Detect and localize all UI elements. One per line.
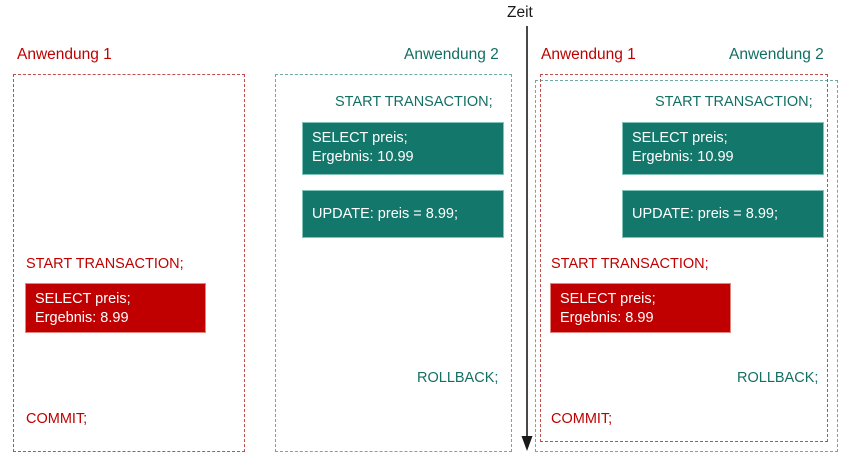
panel-middle-caption-app2: Anwendung 2 [404,46,499,63]
panel-right-frame-app1 [540,74,828,442]
time-axis-label: Zeit [507,4,533,21]
panel-left-stmt-start-transaction: START TRANSACTION; [26,256,184,272]
panel-middle-box-select-line2: Ergebnis: 10.99 [312,149,414,165]
panel-right-caption-app1: Anwendung 1 [541,46,636,63]
panel-left-box-select-line1: SELECT preis; [35,291,131,307]
panel-right-frame-app2 [535,80,838,452]
panel-right-caption-app2: Anwendung 2 [729,46,824,63]
panel-right-box-update-app2-line1: UPDATE: preis = 8.99; [632,206,778,222]
panel-right-box-select-app2: SELECT preis; Ergebnis: 10.99 [622,122,824,175]
panel-right-box-select-app1-line2: Ergebnis: 8.99 [560,310,654,326]
panel-left-stmt-commit: COMMIT; [26,411,88,427]
panel-left-box-select: SELECT preis; Ergebnis: 8.99 [25,283,206,333]
panel-right-box-select-app1: SELECT preis; Ergebnis: 8.99 [550,283,731,333]
time-axis-arrow-icon [521,26,533,451]
panel-middle-stmt-start-transaction: START TRANSACTION; [335,94,493,110]
panel-right-box-select-app1-line1: SELECT preis; [560,291,656,307]
panel-middle-stmt-rollback: ROLLBACK; [417,370,499,386]
panel-right-box-select-app2-line1: SELECT preis; [632,130,728,146]
panel-right-stmt-start-transaction-app2: START TRANSACTION; [655,94,813,110]
panel-left-caption-app1: Anwendung 1 [17,46,112,63]
panel-middle-box-update: UPDATE: preis = 8.99; [302,190,504,238]
panel-right-stmt-rollback-app2: ROLLBACK; [737,370,819,386]
panel-left-box-select-line2: Ergebnis: 8.99 [35,310,129,326]
panel-right-box-select-app2-line2: Ergebnis: 10.99 [632,149,734,165]
panel-middle-box-select-line1: SELECT preis; [312,130,408,146]
panel-right-stmt-commit-app1: COMMIT; [551,411,613,427]
panel-right-stmt-start-transaction-app1: START TRANSACTION; [551,256,709,272]
panel-left-frame-app1 [13,74,245,452]
panel-middle-box-select: SELECT preis; Ergebnis: 10.99 [302,122,504,175]
panel-middle-box-update-line1: UPDATE: preis = 8.99; [312,206,458,222]
panel-right-box-update-app2: UPDATE: preis = 8.99; [622,190,824,238]
panel-middle-frame-app2 [275,74,512,452]
